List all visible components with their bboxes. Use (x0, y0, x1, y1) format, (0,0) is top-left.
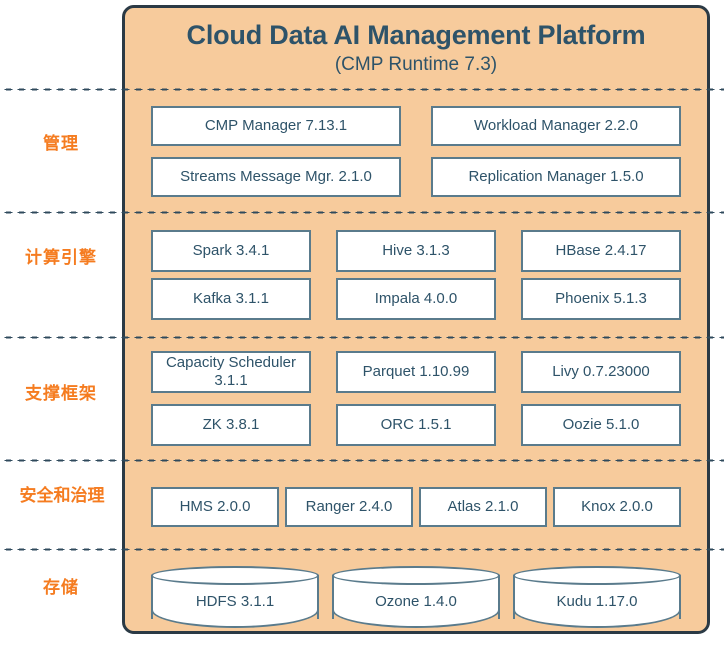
cylinder-top-ellipse (513, 566, 681, 585)
layer-label-compute-engine: 计算引擎 (25, 248, 97, 267)
layer-separator-3 (0, 336, 724, 339)
support-row-2: ZK 3.8.1 ORC 1.5.1 Oozie 5.1.0 (151, 404, 681, 446)
component-orc[interactable]: ORC 1.5.1 (336, 404, 496, 446)
compute-row-2: Kafka 3.1.1 Impala 4.0.0 Phoenix 5.1.3 (151, 278, 681, 320)
component-ranger[interactable]: Ranger 2.4.0 (285, 487, 413, 527)
component-cmp-manager[interactable]: CMP Manager 7.13.1 (151, 106, 401, 146)
component-oozie[interactable]: Oozie 5.1.0 (521, 404, 681, 446)
cylinder-top-ellipse (151, 566, 319, 585)
cylinder-side-left (332, 575, 334, 619)
cylinder-side-left (151, 575, 153, 619)
component-hdfs[interactable]: HDFS 3.1.1 (151, 566, 319, 628)
management-row-2: Streams Message Mgr. 2.1.0 Replication M… (151, 157, 681, 197)
component-impala[interactable]: Impala 4.0.0 (336, 278, 496, 320)
component-capacity-scheduler[interactable]: Capacity Scheduler 3.1.1 (151, 351, 311, 393)
layer-separator-4 (0, 459, 724, 462)
component-label: HDFS 3.1.1 (195, 592, 275, 610)
platform-title-block: Cloud Data AI Management Platform (CMP R… (125, 18, 707, 78)
platform-container: Cloud Data AI Management Platform (CMP R… (122, 5, 710, 634)
component-livy[interactable]: Livy 0.7.23000 (521, 351, 681, 393)
support-row-1: Capacity Scheduler 3.1.1 Parquet 1.10.99… (151, 351, 681, 393)
layer-label-management: 管理 (43, 134, 79, 153)
layer-label-storage: 存储 (43, 578, 79, 597)
component-phoenix[interactable]: Phoenix 5.1.3 (521, 278, 681, 320)
management-row-1: CMP Manager 7.13.1 Workload Manager 2.2.… (151, 106, 681, 146)
cylinder-side-right (498, 575, 500, 619)
component-hive[interactable]: Hive 3.1.3 (336, 230, 496, 272)
compute-row-1: Spark 3.4.1 Hive 3.1.3 HBase 2.4.17 (151, 230, 681, 272)
component-label: Ozone 1.4.0 (375, 592, 457, 610)
component-replication-manager[interactable]: Replication Manager 1.5.0 (431, 157, 681, 197)
component-ozone[interactable]: Ozone 1.4.0 (332, 566, 500, 628)
cylinder-side-right (679, 575, 681, 619)
layer-separator-1 (0, 88, 724, 91)
layer-separator-2 (0, 211, 724, 214)
component-streams-message-mgr[interactable]: Streams Message Mgr. 2.1.0 (151, 157, 401, 197)
component-knox[interactable]: Knox 2.0.0 (553, 487, 681, 527)
page-title: Cloud Data AI Management Platform (186, 20, 646, 50)
component-atlas[interactable]: Atlas 2.1.0 (419, 487, 547, 527)
cylinder-side-left (513, 575, 515, 619)
component-parquet[interactable]: Parquet 1.10.99 (336, 351, 496, 393)
storage-row-1: HDFS 3.1.1 Ozone 1.4.0 Kudu 1.17.0 (151, 566, 681, 628)
layer-label-security-governance: 安全和治理 (19, 486, 105, 505)
component-kudu[interactable]: Kudu 1.17.0 (513, 566, 681, 628)
layer-separator-5 (0, 548, 724, 551)
component-kafka[interactable]: Kafka 3.1.1 (151, 278, 311, 320)
component-label: Kudu 1.17.0 (556, 592, 638, 610)
page-subtitle: (CMP Runtime 7.3) (334, 54, 498, 75)
component-hms[interactable]: HMS 2.0.0 (151, 487, 279, 527)
security-row-1: HMS 2.0.0 Ranger 2.4.0 Atlas 2.1.0 Knox … (151, 487, 681, 527)
component-hbase[interactable]: HBase 2.4.17 (521, 230, 681, 272)
component-zk[interactable]: ZK 3.8.1 (151, 404, 311, 446)
layer-label-support-framework: 支撑框架 (25, 384, 97, 403)
cylinder-top-ellipse (332, 566, 500, 585)
component-workload-manager[interactable]: Workload Manager 2.2.0 (431, 106, 681, 146)
cylinder-side-right (317, 575, 319, 619)
component-spark[interactable]: Spark 3.4.1 (151, 230, 311, 272)
